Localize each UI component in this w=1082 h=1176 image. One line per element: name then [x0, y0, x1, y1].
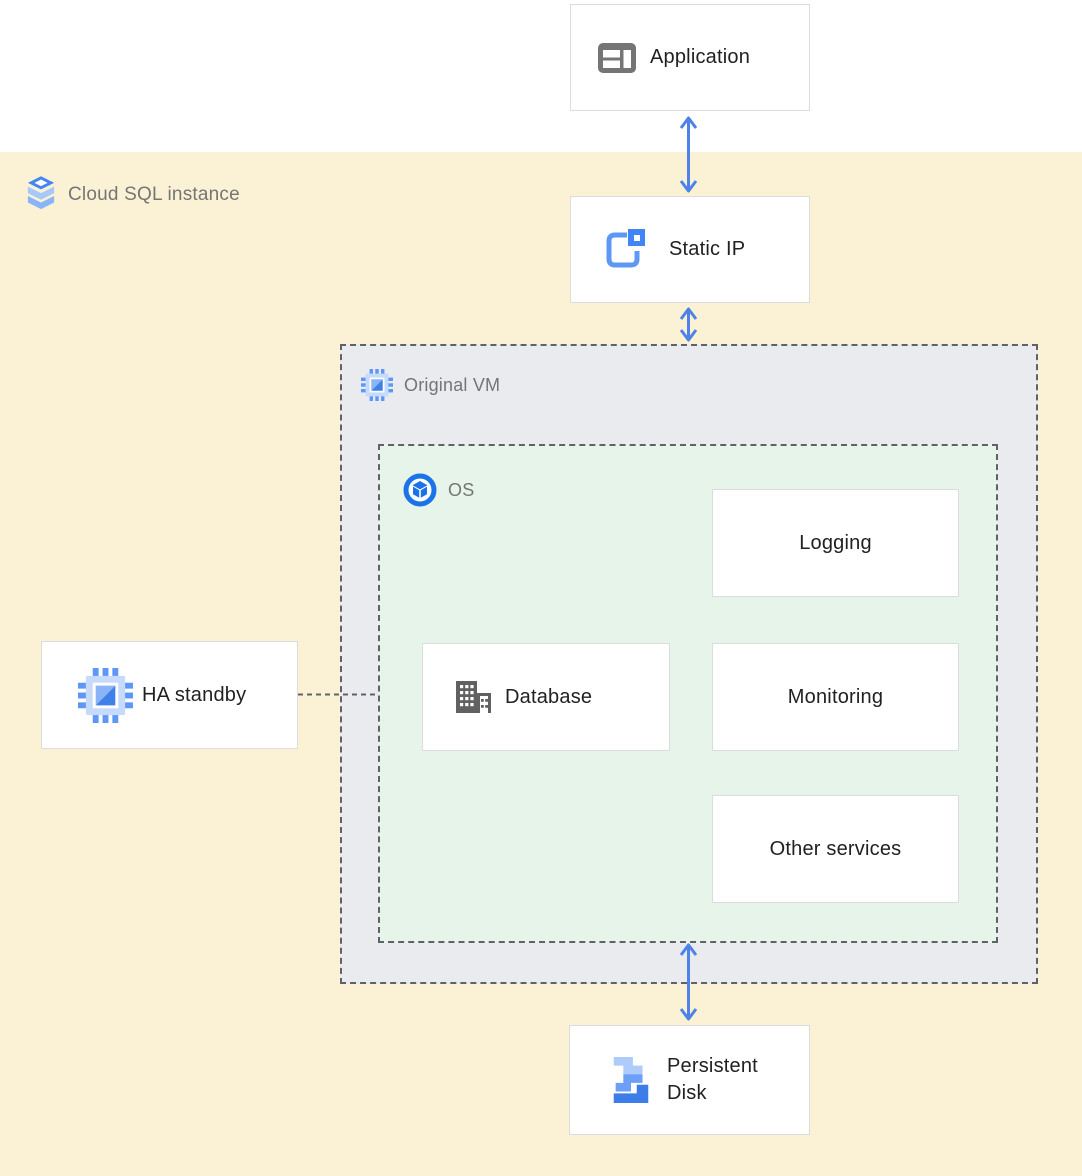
- logging-label: Logging: [799, 531, 872, 554]
- cloud-sql-instance-label: Cloud SQL instance: [68, 184, 240, 205]
- compute-chip-icon: [78, 667, 133, 723]
- os-ring-icon: [403, 473, 437, 507]
- node-application: Application: [570, 4, 810, 111]
- persistent-disk-label: Persistent Disk: [667, 1055, 758, 1104]
- node-persistent-disk: Persistent Disk: [569, 1025, 810, 1135]
- web-app-icon: [598, 42, 636, 73]
- os-group: OS Logging: [378, 444, 998, 943]
- ha-standby-label: HA standby: [142, 683, 247, 706]
- node-logging: Logging: [712, 489, 959, 597]
- original-vm-label-row: Original VM: [361, 369, 500, 401]
- node-other-services: Other services: [712, 795, 959, 903]
- monitoring-label: Monitoring: [787, 685, 884, 708]
- external-ip-icon: [606, 228, 645, 267]
- cloud-sql-instance-label-row: Cloud SQL instance: [26, 175, 240, 215]
- node-ha-standby: HA standby: [41, 641, 298, 749]
- original-vm-group: Original VM OS Logging: [340, 344, 1038, 984]
- building-icon: [456, 681, 491, 713]
- static-ip-label: Static IP: [669, 238, 746, 260]
- os-label-row: OS: [402, 472, 474, 508]
- compute-chip-icon: [361, 369, 393, 401]
- os-label: OS: [448, 479, 475, 500]
- node-monitoring: Monitoring: [712, 643, 959, 751]
- persistent-disk-icon: [613, 1057, 649, 1103]
- other-services-label: Other services: [769, 837, 902, 860]
- original-vm-label: Original VM: [404, 374, 501, 395]
- cloud-sql-icon: [27, 176, 55, 210]
- database-label: Database: [505, 685, 593, 708]
- node-static-ip: Static IP: [570, 196, 810, 303]
- node-database: Database: [422, 643, 670, 751]
- application-label: Application: [650, 46, 751, 68]
